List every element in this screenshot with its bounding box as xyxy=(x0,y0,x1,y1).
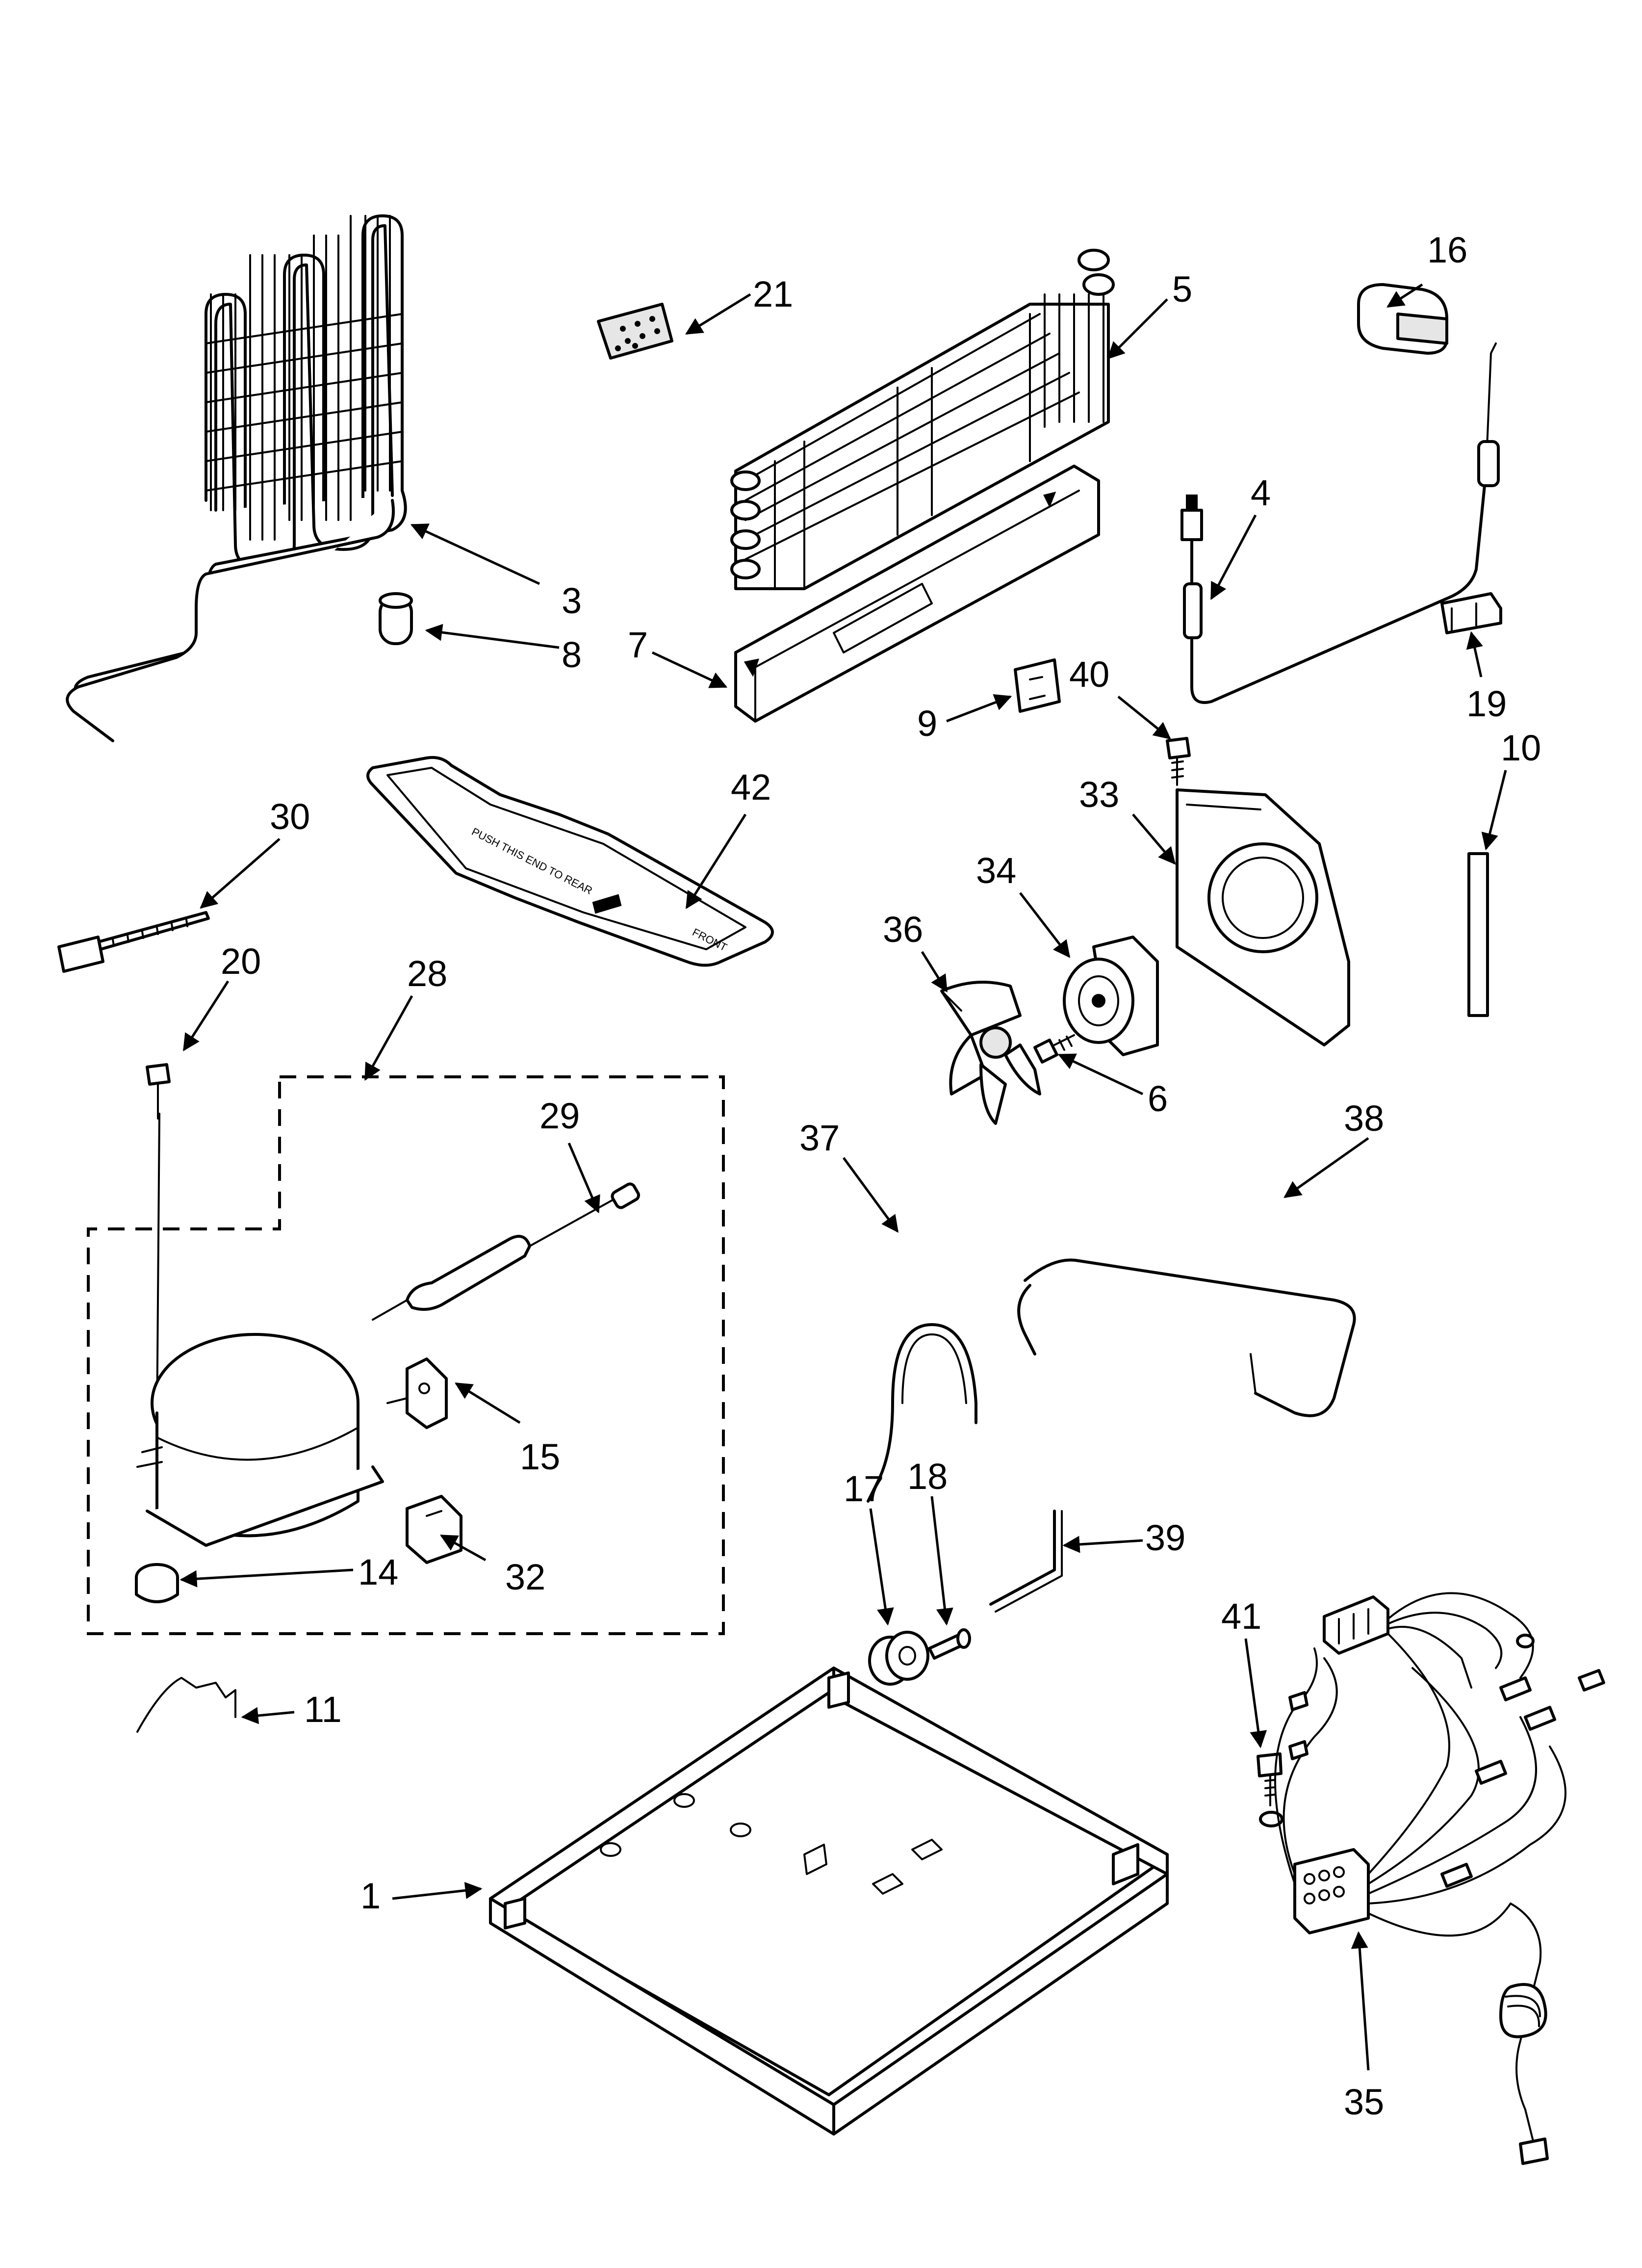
base-frame xyxy=(489,1667,1169,2136)
wire-clip xyxy=(136,1677,236,1733)
tube-38 xyxy=(1017,1258,1356,1417)
callout-18: 18 xyxy=(907,1456,948,1497)
evaporator-coil xyxy=(730,249,1115,590)
overload-protector xyxy=(406,1495,462,1564)
callout-20: 20 xyxy=(221,941,261,982)
callout-9: 9 xyxy=(917,703,937,744)
mounting-screw-40 xyxy=(1166,737,1191,786)
callout-35: 35 xyxy=(1344,2082,1384,2122)
callout-16: 16 xyxy=(1427,230,1467,270)
callout-38: 38 xyxy=(1344,1098,1384,1139)
callout-34: 34 xyxy=(976,850,1016,891)
wiring-harness xyxy=(1274,1592,1605,2165)
callout-7: 7 xyxy=(628,625,648,665)
l-tube xyxy=(989,1510,1063,1613)
callout-39: 39 xyxy=(1145,1517,1185,1558)
compressor-kit-outline xyxy=(87,1075,725,1635)
fan-shroud xyxy=(1176,788,1350,1046)
callout-28: 28 xyxy=(407,953,447,994)
callout-40: 40 xyxy=(1069,654,1109,695)
callout-11: 11 xyxy=(304,1689,342,1730)
compressor xyxy=(136,1333,384,1547)
drain-pan: PUSH THIS END TO REAR FRONT xyxy=(366,756,774,967)
callout-42: 42 xyxy=(731,767,771,808)
sensor-cover xyxy=(1357,283,1448,355)
cable-tie xyxy=(57,911,210,973)
tube-37 xyxy=(867,1323,977,1503)
callout-30: 30 xyxy=(270,796,310,837)
callout-numbers: 3 8 21 5 7 16 4 19 10 9 40 33 34 36 6 42… xyxy=(221,230,1541,2122)
callout-32: 32 xyxy=(505,1557,545,1597)
callout-36: 36 xyxy=(883,909,923,950)
fan-blade xyxy=(940,981,1041,1125)
callout-8: 8 xyxy=(562,634,582,675)
ground-screw xyxy=(146,1063,171,1424)
callout-4: 4 xyxy=(1251,472,1271,513)
callout-41: 41 xyxy=(1221,1596,1261,1637)
bracket xyxy=(1014,658,1061,713)
callout-21: 21 xyxy=(753,274,793,314)
motor-screw-6 xyxy=(1033,1034,1075,1064)
leader-lines xyxy=(180,283,1507,2071)
sensor-clip xyxy=(1440,592,1502,634)
sensor-harness xyxy=(1180,342,1500,704)
filter-pad xyxy=(597,303,673,360)
foam-strip xyxy=(1467,852,1489,1017)
filter-drier xyxy=(372,1182,640,1321)
callout-14: 14 xyxy=(358,1552,398,1592)
callout-10: 10 xyxy=(1501,728,1541,768)
axle-pin xyxy=(928,1628,971,1660)
roller-wheel xyxy=(868,1631,929,1686)
callout-1: 1 xyxy=(360,1876,381,1916)
start-relay xyxy=(386,1357,448,1429)
callout-5: 5 xyxy=(1172,269,1192,310)
callout-17: 17 xyxy=(844,1468,884,1509)
callout-37: 37 xyxy=(799,1118,840,1158)
callout-19: 19 xyxy=(1466,683,1507,724)
callout-29: 29 xyxy=(539,1095,580,1136)
grommet xyxy=(135,1563,179,1603)
callout-3: 3 xyxy=(562,580,582,621)
callout-6: 6 xyxy=(1148,1078,1168,1119)
fan-motor xyxy=(1063,936,1159,1056)
evaporator-drain-trough xyxy=(734,465,1100,723)
capacitor-can xyxy=(379,592,413,645)
condenser-coil xyxy=(66,214,407,742)
callout-33: 33 xyxy=(1079,774,1119,815)
callout-15: 15 xyxy=(520,1436,560,1477)
